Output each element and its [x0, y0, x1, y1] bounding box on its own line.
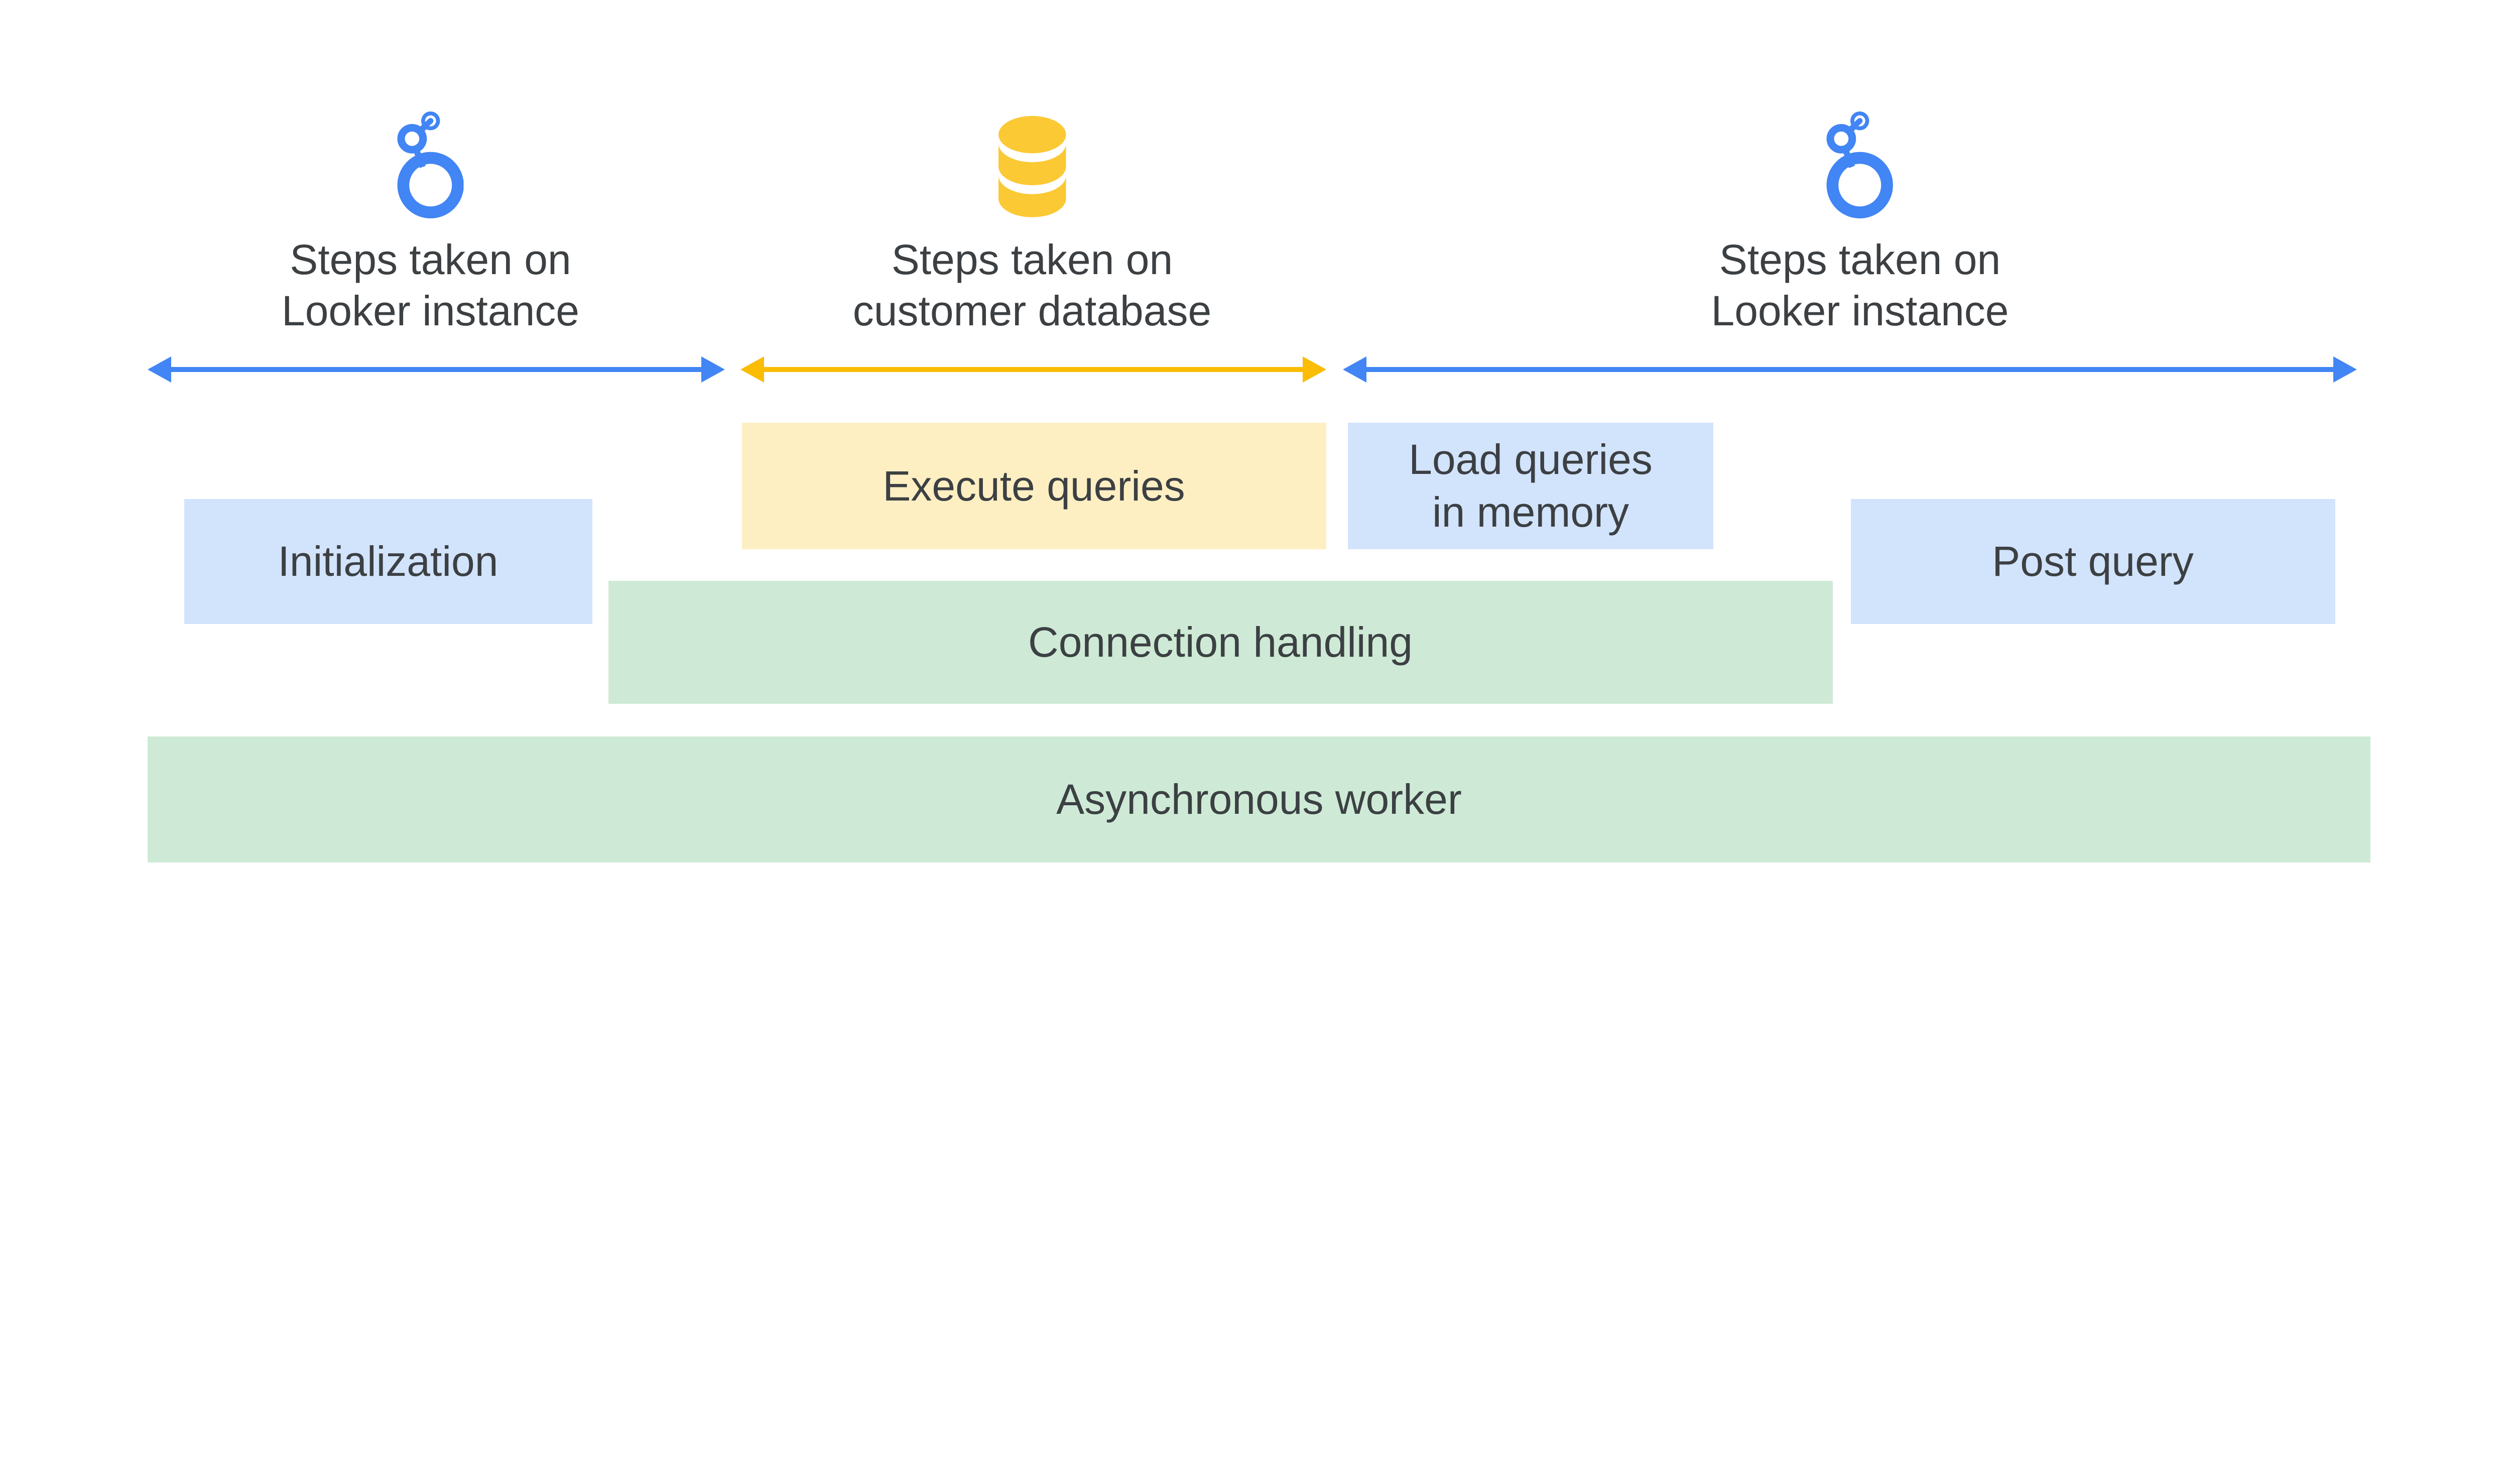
box-connection-handling: Connection handling	[608, 580, 1833, 704]
looker-query-flow-diagram: Steps taken on Looker instance Steps tak…	[148, 110, 2370, 863]
box-execute-queries: Execute queries	[741, 423, 1326, 549]
box-load-queries-in-memory: Load queries in memory	[1348, 423, 1713, 549]
section-label-line2: customer database	[852, 287, 1212, 335]
looker-logo-icon	[1827, 111, 1894, 218]
arrow-bar	[764, 367, 1303, 372]
box-label: Asynchronous worker	[1056, 776, 1462, 823]
arrowhead-right	[2333, 356, 2357, 383]
section-label: Steps taken on customer database	[853, 234, 1211, 337]
section-label-line2: Looker instance	[1711, 287, 2009, 335]
arrow-bar	[171, 367, 701, 372]
box-post-query: Post query	[1850, 499, 2335, 625]
section-label-line1: Steps taken on	[290, 235, 571, 283]
yellow-double-arrow	[740, 356, 1326, 383]
box-asynchronous-worker: Asynchronous worker	[148, 736, 2370, 863]
section-looker-instance-left: Steps taken on Looker instance	[282, 110, 579, 337]
box-label: Load queries in memory	[1409, 436, 1653, 536]
box-label: Initialization	[278, 538, 498, 585]
section-customer-database: Steps taken on customer database	[853, 110, 1211, 337]
blue-double-arrow-right	[1343, 356, 2357, 383]
section-label: Steps taken on Looker instance	[282, 234, 579, 337]
box-label: Post query	[1992, 538, 2194, 585]
arrowhead-right	[1302, 356, 1326, 383]
section-label-line1: Steps taken on	[1719, 235, 2001, 283]
looker-logo-icon	[397, 111, 464, 218]
arrowhead-left	[740, 356, 764, 383]
section-label: Steps taken on Looker instance	[1711, 234, 2009, 337]
section-label-line2: Looker instance	[281, 287, 580, 335]
box-label: Execute queries	[883, 462, 1185, 510]
section-looker-instance-right: Steps taken on Looker instance	[1711, 110, 2009, 337]
box-initialization: Initialization	[184, 499, 592, 625]
arrowhead-left	[1343, 356, 1366, 383]
database-icon	[987, 116, 1076, 218]
box-label: Connection handling	[1028, 618, 1413, 666]
arrow-bar	[1366, 367, 2333, 372]
section-label-line1: Steps taken on	[891, 235, 1173, 283]
arrowhead-left	[148, 356, 171, 383]
blue-double-arrow-left	[148, 356, 725, 383]
arrowhead-right	[701, 356, 725, 383]
